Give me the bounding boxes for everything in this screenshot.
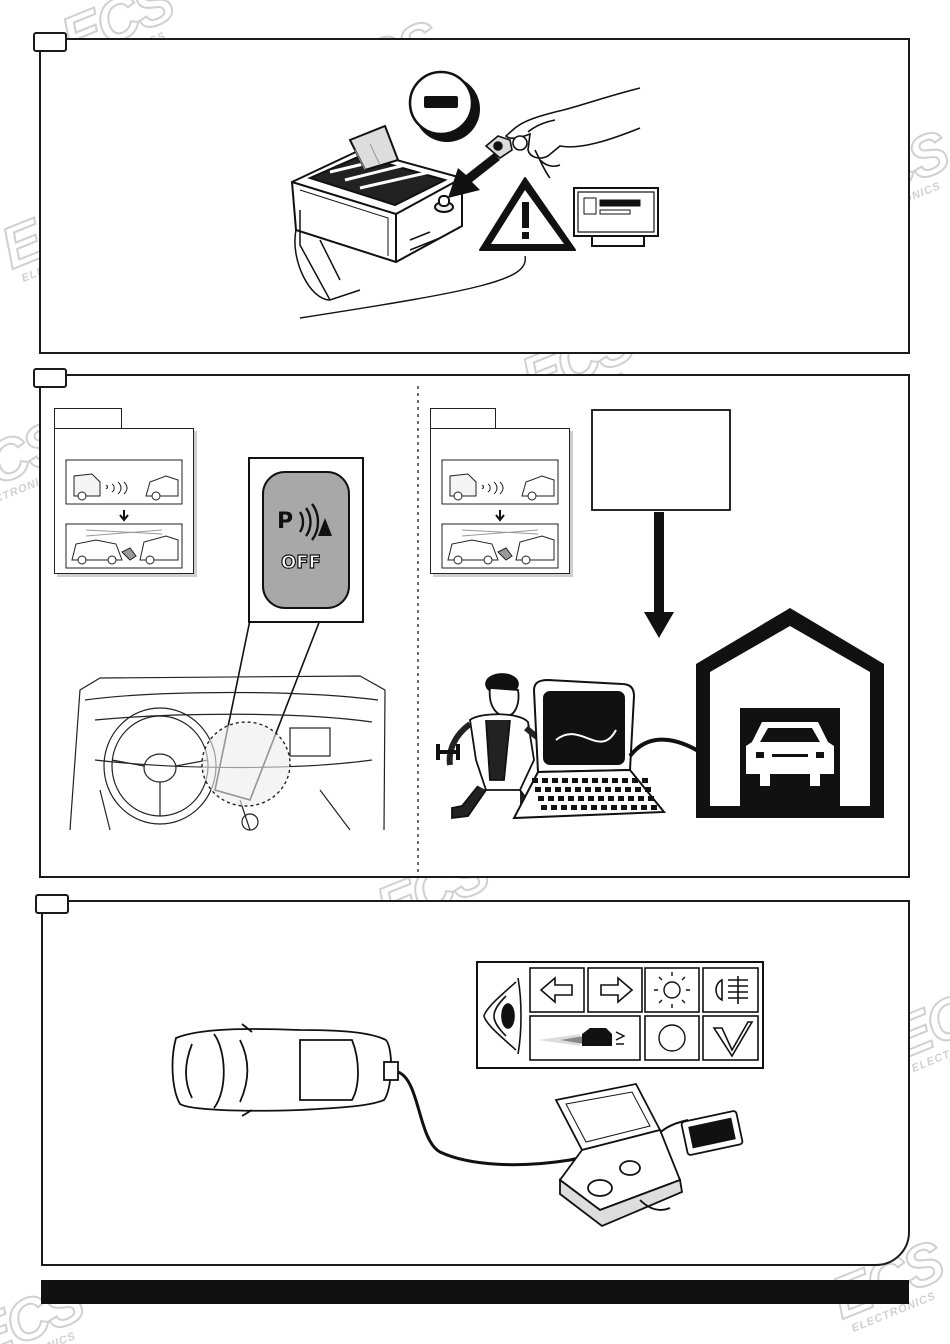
step-2-tab <box>33 368 67 388</box>
car-top-view-icon <box>171 1023 399 1117</box>
arrow-icon <box>448 153 500 198</box>
minus-sign-icon <box>408 70 480 142</box>
symbol-grid <box>476 961 764 1069</box>
bottom-bar <box>41 1280 909 1304</box>
hand-icon <box>484 87 641 179</box>
warning-icon <box>299 177 576 319</box>
eye-icon <box>483 977 522 1055</box>
circle-icon <box>658 1024 686 1052</box>
fog-light-icon <box>715 976 748 1004</box>
laptop-icon <box>512 678 761 820</box>
display-box <box>591 409 731 638</box>
brake-light-icon <box>654 972 690 1008</box>
left-indicator-icon <box>539 976 573 1004</box>
dashboard-icon <box>69 675 386 831</box>
tester-case-icon <box>554 1082 744 1228</box>
warning-card-icon <box>441 459 559 569</box>
reverse-icon <box>538 1028 626 1046</box>
check-icon <box>712 1021 754 1058</box>
warning-card-icon <box>65 459 183 569</box>
step-1-illustration <box>290 70 659 319</box>
button-p-label: P <box>277 509 293 534</box>
garage-car-icon <box>696 608 884 818</box>
button-off-label: OFF <box>281 552 321 573</box>
step-3-tab <box>35 894 69 914</box>
step-2-illustration: P OFF <box>65 409 884 831</box>
radio-unit-icon <box>573 187 659 247</box>
right-indicator-icon <box>600 976 634 1004</box>
step-1-panel <box>39 38 910 354</box>
step-1-tab <box>33 32 67 52</box>
battery-icon <box>290 124 463 301</box>
